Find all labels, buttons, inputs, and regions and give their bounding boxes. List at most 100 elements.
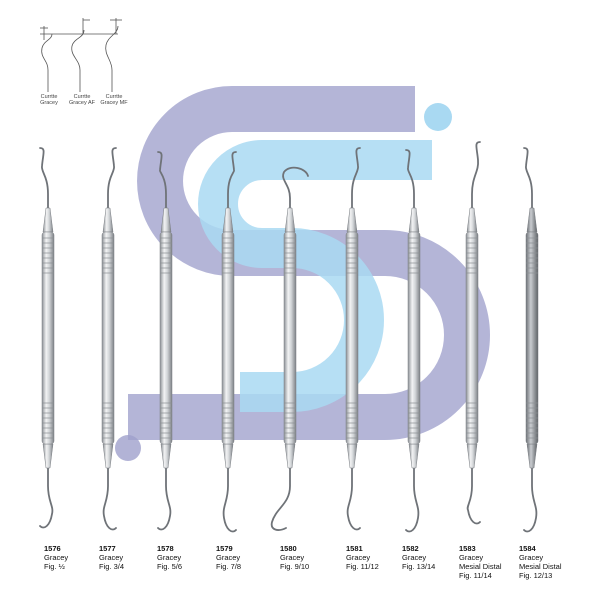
instrument-1578-lower-neck	[160, 443, 172, 469]
instrument-number: 1576	[44, 544, 61, 553]
instrument-figure: Fig. 11/12	[346, 562, 379, 571]
caption-1579: 1579 Gracey Fig. 7/8	[216, 544, 241, 571]
instrument-number: 1578	[157, 544, 174, 553]
instrument-1577-lower-tip	[102, 467, 117, 531]
schema-curette-1	[41, 33, 53, 92]
instrument-1583-lower-tip	[466, 467, 481, 525]
instrument-1580-lower-neck	[284, 443, 296, 469]
instrument-subtype: Mesial Distal	[459, 562, 502, 571]
instrument-1578-upper-neck	[160, 207, 172, 233]
instrument-1584-lower-neck	[526, 443, 538, 469]
instrument-1577-handle	[101, 231, 115, 445]
schema-label-3: Currtte Gracey MF	[94, 94, 134, 106]
instrument-1576-handle	[41, 231, 55, 445]
instrument-1579-handle	[221, 231, 235, 445]
instrument-1581-lower-tip	[346, 467, 361, 531]
instrument-1577-lower-neck	[102, 443, 114, 469]
instrument-figure: Fig. 3/4	[99, 562, 125, 571]
instrument-type: Gracey	[157, 553, 182, 562]
instrument-type: Gracey	[346, 553, 371, 562]
caption-1577: 1577 Gracey Fig. 3/4	[99, 544, 124, 571]
instrument-1579-lower-tip	[222, 467, 237, 533]
curette-schema-diagram	[40, 18, 122, 92]
instrument-1584-upper-neck	[526, 207, 538, 233]
instrument-type: Gracey	[280, 553, 305, 562]
instrument-1581-handle	[345, 231, 359, 445]
watermark-purple-stroke	[128, 86, 490, 440]
instrument-figure: Fig. 11/14	[459, 571, 492, 580]
instrument-number: 1583	[459, 544, 476, 553]
instrument-number: 1582	[402, 544, 419, 553]
instrument-1582-upper-neck	[408, 207, 420, 233]
watermark-purple-dot	[115, 435, 141, 461]
instrument-1584-handle	[525, 231, 539, 445]
instrument-type: Gracey	[99, 553, 124, 562]
instrument-1582-lower-tip	[405, 467, 420, 533]
schema-label-2: Currtte Gracey AF	[62, 94, 102, 106]
instrument-1583-handle	[465, 231, 479, 445]
instrument-1578-handle	[159, 231, 173, 445]
instrument-1581-lower-neck	[346, 443, 358, 469]
instrument-figure: Fig. 13/14	[402, 562, 436, 571]
instrument-number: 1584	[519, 544, 536, 553]
instrument-1578-upper-tip	[157, 151, 167, 209]
schema-curette-2	[71, 29, 85, 92]
instrument-1578-lower-tip	[157, 467, 172, 531]
instrument-1584-lower-tip	[523, 467, 538, 533]
schema-label-line: Currtte	[40, 94, 58, 100]
watermark-blue-dot	[424, 103, 452, 131]
instrument-1582-upper-tip	[405, 149, 415, 209]
instrument-figure: Fig. ½	[44, 562, 65, 571]
caption-1583: 1583 Gracey Mesial Distal Fig. 11/14	[459, 544, 502, 580]
schema-label-line: Gracey AF	[69, 100, 95, 106]
instrument-1582-handle	[407, 231, 421, 445]
instrument-type: Gracey	[459, 553, 484, 562]
schema-label-line: Currtte	[73, 94, 91, 100]
instrument-type: Gracey	[519, 553, 544, 562]
schema-label-line: Gracey	[40, 100, 58, 106]
instrument-figure: Fig. 12/13	[519, 571, 553, 580]
instrument-number: 1581	[346, 544, 363, 553]
instrument-1583-upper-tip	[471, 141, 481, 209]
schema-label-line: Gracey MF	[100, 100, 128, 106]
instrument-figure: Fig. 5/6	[157, 562, 183, 571]
instrument-1584-upper-tip	[523, 147, 533, 209]
instrument-number: 1577	[99, 544, 116, 553]
instrument-1581-upper-tip	[351, 147, 361, 209]
instrument-number: 1579	[216, 544, 233, 553]
instrument-1582-lower-neck	[408, 443, 420, 469]
instrument-figure: Fig. 9/10	[280, 562, 310, 571]
instrument-1576-upper-tip	[39, 147, 49, 209]
instrument-1580-lower-tip	[270, 467, 291, 531]
instrument-type: Gracey	[44, 553, 69, 562]
instrument-subtype: Mesial Distal	[519, 562, 562, 571]
instrument-1583-upper-neck	[466, 207, 478, 233]
caption-1584: 1584 Gracey Mesial Distal Fig. 12/13	[519, 544, 562, 580]
caption-1580: 1580 Gracey Fig. 9/10	[280, 544, 309, 571]
schema-label-line: Currtte	[105, 94, 123, 100]
caption-1578: 1578 Gracey Fig. 5/6	[157, 544, 182, 571]
instrument-number: 1580	[280, 544, 297, 553]
instrument-type: Gracey	[216, 553, 241, 562]
schema-curette-3	[105, 25, 119, 92]
instrument-1576-lower-tip	[39, 467, 54, 529]
instrument-1577-upper-tip	[107, 147, 117, 209]
instrument-1580-upper-neck	[284, 207, 296, 233]
instrument-figure: Fig. 7/8	[216, 562, 242, 571]
schema-label-1: Currtte Gracey	[29, 94, 69, 106]
instrument-1579-upper-neck	[222, 207, 234, 233]
instrument-type: Gracey	[402, 553, 427, 562]
instrument-1579-upper-tip	[227, 151, 237, 209]
instrument-1576-lower-neck	[42, 443, 54, 469]
caption-1581: 1581 Gracey Fig. 11/12	[346, 544, 379, 571]
caption-1576: 1576 Gracey Fig. ½	[44, 544, 68, 571]
instrument-1581-upper-neck	[346, 207, 358, 233]
instrument-1579-lower-neck	[222, 443, 234, 469]
caption-1582: 1582 Gracey Fig. 13/14	[402, 544, 435, 571]
instrument-1580-handle	[283, 231, 297, 445]
instrument-1580-upper-tip	[282, 166, 309, 209]
instrument-1576-upper-neck	[42, 207, 54, 233]
instrument-1583-lower-neck	[466, 443, 478, 469]
